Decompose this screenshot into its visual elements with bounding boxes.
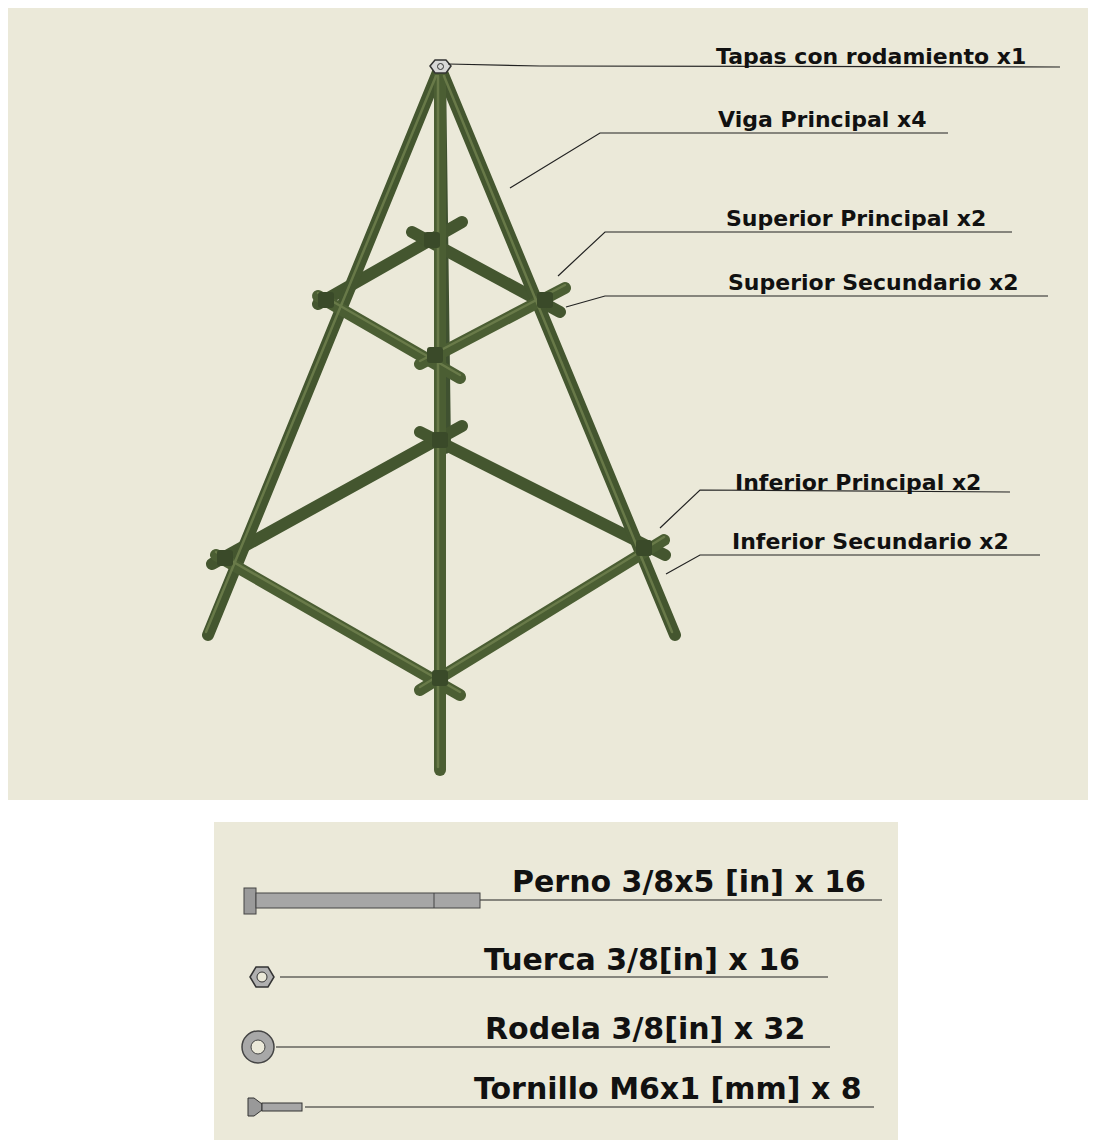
part-label: Superior Secundario x2 <box>728 272 1019 294</box>
nut-icon <box>250 967 274 987</box>
parts-list-item: Tuerca 3/8[in] x 16 <box>484 945 800 975</box>
parts-list-item: Tornillo M6x1 [mm] x 8 <box>474 1074 862 1104</box>
washer-icon <box>242 1031 274 1063</box>
part-label: Superior Principal x2 <box>726 208 986 230</box>
bolt-icon <box>244 888 480 914</box>
part-label: Inferior Principal x2 <box>735 472 981 494</box>
parts-list-item: Perno 3/8x5 [in] x 16 <box>512 867 866 897</box>
part-label: Viga Principal x4 <box>718 109 926 131</box>
leader-lines <box>276 64 1060 1107</box>
parts-list-item: Rodela 3/8[in] x 32 <box>485 1014 805 1044</box>
parts-panel <box>214 822 898 1140</box>
bearing-cap <box>430 60 451 73</box>
part-label: Inferior Secundario x2 <box>732 531 1009 553</box>
part-label: Tapas con rodamiento x1 <box>716 46 1026 68</box>
top-panel <box>8 8 1088 800</box>
screw-icon <box>248 1098 302 1116</box>
tower-frame <box>206 70 675 770</box>
